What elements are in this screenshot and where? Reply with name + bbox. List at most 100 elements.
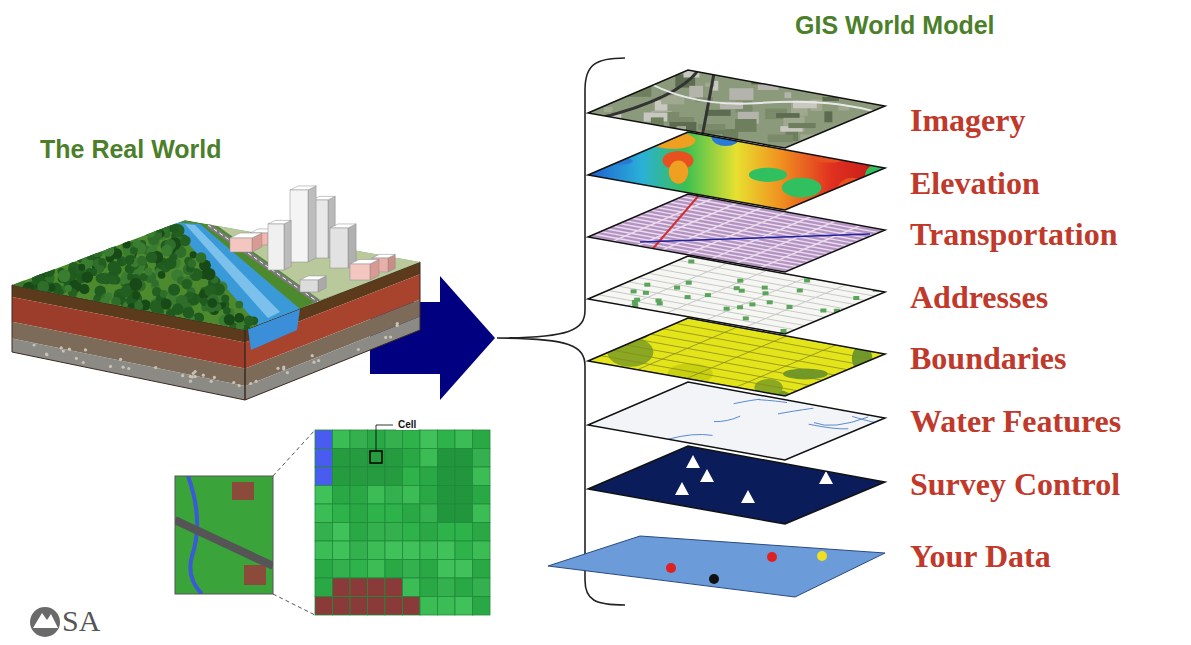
layer-patch — [606, 200, 630, 211]
logo-circle — [30, 607, 60, 637]
layer-label: Your Data — [910, 540, 1051, 572]
image-patch — [604, 107, 612, 112]
gravel — [194, 370, 197, 373]
field — [244, 565, 266, 585]
layer-label: Elevation — [910, 167, 1040, 199]
tree — [168, 284, 180, 296]
map-layer — [588, 382, 886, 460]
tree — [102, 245, 114, 257]
tree — [42, 264, 55, 277]
raster-cell — [333, 449, 351, 468]
layer-fill — [588, 194, 885, 272]
gravel — [213, 376, 216, 379]
tree — [111, 297, 120, 306]
tree — [132, 291, 141, 300]
layer-patch — [749, 168, 787, 182]
building-roof — [300, 276, 326, 280]
raster-cell — [333, 560, 351, 579]
layer-patch — [650, 132, 696, 148]
heading: The Real World — [40, 137, 222, 162]
gravel — [154, 366, 157, 369]
image-patch — [635, 138, 652, 148]
raster-cell — [403, 523, 421, 542]
image-patch — [788, 123, 815, 128]
survey-marker — [686, 455, 700, 468]
tree — [104, 292, 112, 300]
gravel — [255, 380, 258, 383]
address-mark — [596, 323, 602, 327]
raster-cell — [438, 504, 456, 523]
layer-line — [607, 229, 804, 264]
gravel — [286, 371, 289, 374]
address-mark — [820, 309, 826, 313]
address-mark — [787, 305, 793, 309]
gravel — [210, 380, 213, 383]
raster-cell — [455, 430, 473, 449]
address-mark — [674, 321, 680, 325]
image-patch — [729, 88, 753, 100]
address-mark — [688, 260, 694, 264]
layer-label: Water Features — [910, 405, 1121, 437]
image-patch — [752, 74, 774, 82]
raster-cell — [403, 504, 421, 523]
raster-cell — [403, 486, 421, 505]
raster-cell — [368, 486, 386, 505]
raster-cell — [455, 467, 473, 486]
raster-cell — [420, 449, 438, 468]
raster-cell — [438, 597, 456, 616]
cell-highlight — [370, 451, 382, 463]
tree — [108, 261, 120, 273]
gravel — [232, 381, 235, 384]
stream-line — [836, 442, 885, 450]
layer-outline — [588, 194, 885, 272]
raster-cell — [438, 430, 456, 449]
raster-cell — [403, 467, 421, 486]
raster-cell — [455, 523, 473, 542]
tree — [182, 279, 193, 290]
survey-marker — [675, 482, 689, 495]
gravel — [75, 357, 78, 360]
gravel — [60, 346, 63, 349]
river-highlight — [185, 224, 280, 318]
image-patch — [824, 111, 832, 122]
address-mark — [737, 279, 743, 283]
real-world-block — [12, 186, 430, 400]
map-layer — [588, 446, 885, 524]
stream-line — [778, 408, 814, 414]
raster-cell — [473, 560, 491, 579]
gravel — [84, 348, 87, 351]
image-patch — [642, 142, 659, 151]
building-front — [330, 228, 348, 268]
raster-cell — [315, 523, 333, 542]
image-patch — [705, 130, 728, 135]
address-mark — [627, 326, 633, 330]
image-patch — [602, 121, 620, 137]
raster-example — [175, 425, 490, 615]
raster-cell — [473, 467, 491, 486]
gravel — [45, 352, 48, 355]
gravel — [249, 382, 252, 385]
raster-cell — [385, 597, 403, 616]
terrain-top — [12, 220, 430, 335]
stream-line — [814, 417, 868, 425]
tree — [224, 314, 235, 325]
raster-cell — [403, 578, 421, 597]
tree — [146, 252, 157, 263]
tree — [169, 223, 179, 233]
address-mark — [739, 289, 745, 293]
layer-line — [638, 216, 835, 252]
layer-label: Imagery — [910, 104, 1026, 136]
tree — [150, 300, 162, 312]
layer-fill — [588, 318, 885, 396]
land — [175, 476, 273, 594]
image-patch — [768, 135, 793, 143]
leader-line — [376, 425, 393, 451]
raster-cell — [403, 560, 421, 579]
layer-outline — [588, 446, 885, 524]
gravel — [122, 366, 125, 369]
tree — [188, 259, 197, 268]
raster-cell — [420, 523, 438, 542]
gravel — [189, 380, 192, 383]
gravel — [311, 354, 314, 357]
tree — [183, 307, 195, 319]
